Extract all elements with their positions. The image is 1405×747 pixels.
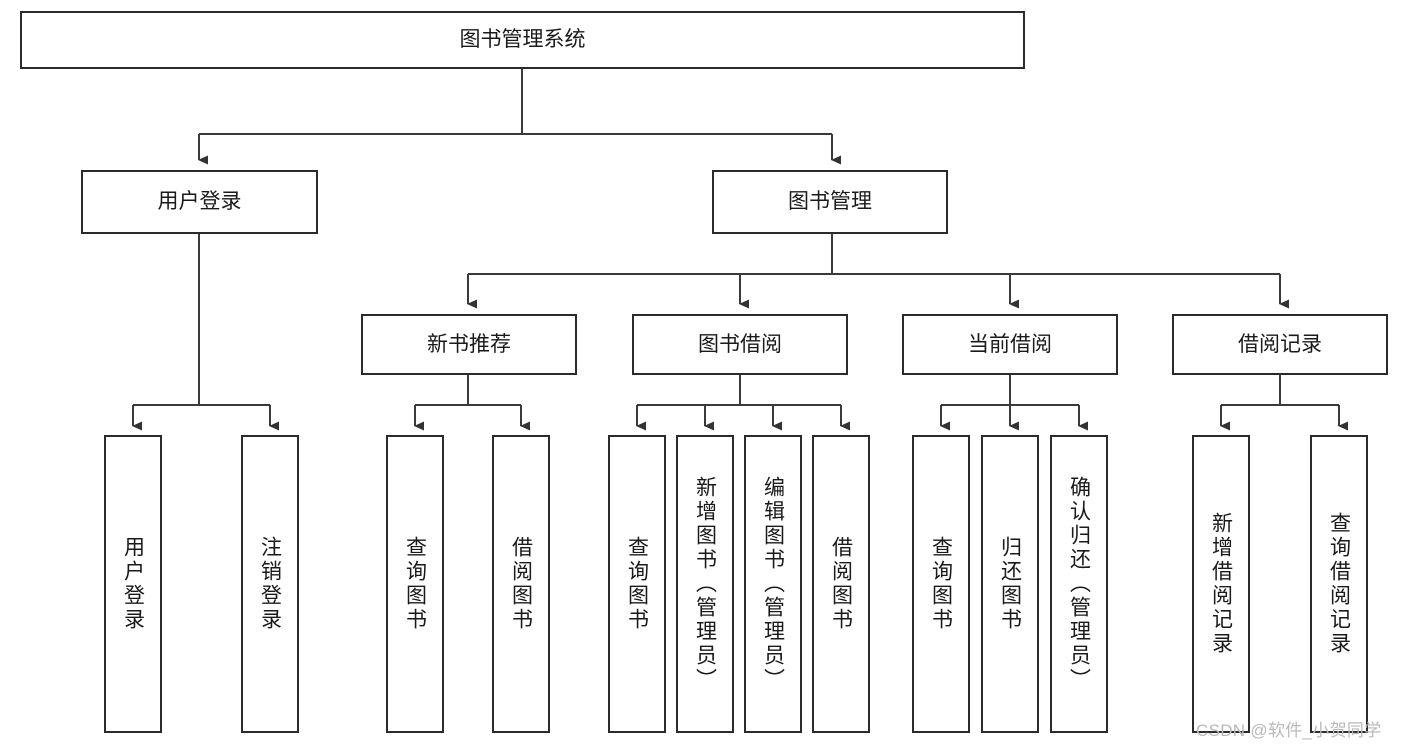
- node-new-book-recommend[interactable]: 新书推荐: [361, 314, 577, 375]
- node-leaf-borrow-record-add[interactable]: 新增借阅记录: [1192, 435, 1250, 733]
- node-leaf-new-book-borrow[interactable]: 借阅图书: [492, 435, 550, 733]
- node-leaf-user-login-logout[interactable]: 注销登录: [241, 435, 299, 733]
- node-leaf-label: 查询图书: [403, 536, 427, 632]
- node-leaf-label: 新增借阅记录: [1209, 512, 1233, 656]
- node-current-borrow-label: 当前借阅: [968, 332, 1052, 356]
- node-borrow-record[interactable]: 借阅记录: [1172, 314, 1388, 375]
- node-book-borrow-label: 图书借阅: [698, 332, 782, 356]
- node-leaf-book-borrow-query[interactable]: 查询图书: [608, 435, 666, 733]
- node-leaf-new-book-query[interactable]: 查询图书: [386, 435, 444, 733]
- node-leaf-user-login-login[interactable]: 用户登录: [104, 435, 162, 733]
- node-leaf-label: 查询图书: [625, 536, 649, 632]
- node-leaf-label: 用户登录: [121, 536, 145, 632]
- node-leaf-label: 注销登录: [258, 536, 282, 632]
- node-new-book-recommend-label: 新书推荐: [427, 332, 511, 356]
- node-leaf-label: 确认归还（管理员）: [1067, 476, 1091, 692]
- node-leaf-label: 新增图书（管理员）: [693, 476, 717, 692]
- node-user-login[interactable]: 用户登录: [81, 170, 318, 234]
- node-leaf-current-borrow-query[interactable]: 查询图书: [912, 435, 970, 733]
- node-user-login-label: 用户登录: [157, 190, 242, 214]
- node-leaf-current-borrow-confirm[interactable]: 确认归还（管理员）: [1050, 435, 1108, 733]
- node-leaf-current-borrow-return[interactable]: 归还图书: [981, 435, 1039, 733]
- node-leaf-book-borrow-add[interactable]: 新增图书（管理员）: [676, 435, 734, 733]
- node-leaf-label: 查询借阅记录: [1327, 512, 1351, 656]
- node-leaf-label: 借阅图书: [509, 536, 533, 632]
- node-current-borrow[interactable]: 当前借阅: [902, 314, 1118, 375]
- node-leaf-borrow-record-query[interactable]: 查询借阅记录: [1310, 435, 1368, 733]
- node-leaf-label: 编辑图书（管理员）: [761, 476, 785, 692]
- node-leaf-label: 查询图书: [929, 536, 953, 632]
- node-book-management-label: 图书管理: [788, 190, 872, 214]
- node-root[interactable]: 图书管理系统: [20, 11, 1025, 69]
- node-leaf-book-borrow-edit[interactable]: 编辑图书（管理员）: [744, 435, 802, 733]
- csdn-watermark: CSDN @软件_小贺同学: [1196, 721, 1382, 740]
- node-leaf-label: 借阅图书: [829, 536, 853, 632]
- node-root-label: 图书管理系统: [459, 28, 586, 52]
- node-borrow-record-label: 借阅记录: [1238, 332, 1322, 356]
- node-book-management[interactable]: 图书管理: [712, 170, 948, 234]
- node-leaf-label: 归还图书: [998, 536, 1022, 632]
- node-leaf-book-borrow-borrow[interactable]: 借阅图书: [812, 435, 870, 733]
- node-book-borrow[interactable]: 图书借阅: [632, 314, 848, 375]
